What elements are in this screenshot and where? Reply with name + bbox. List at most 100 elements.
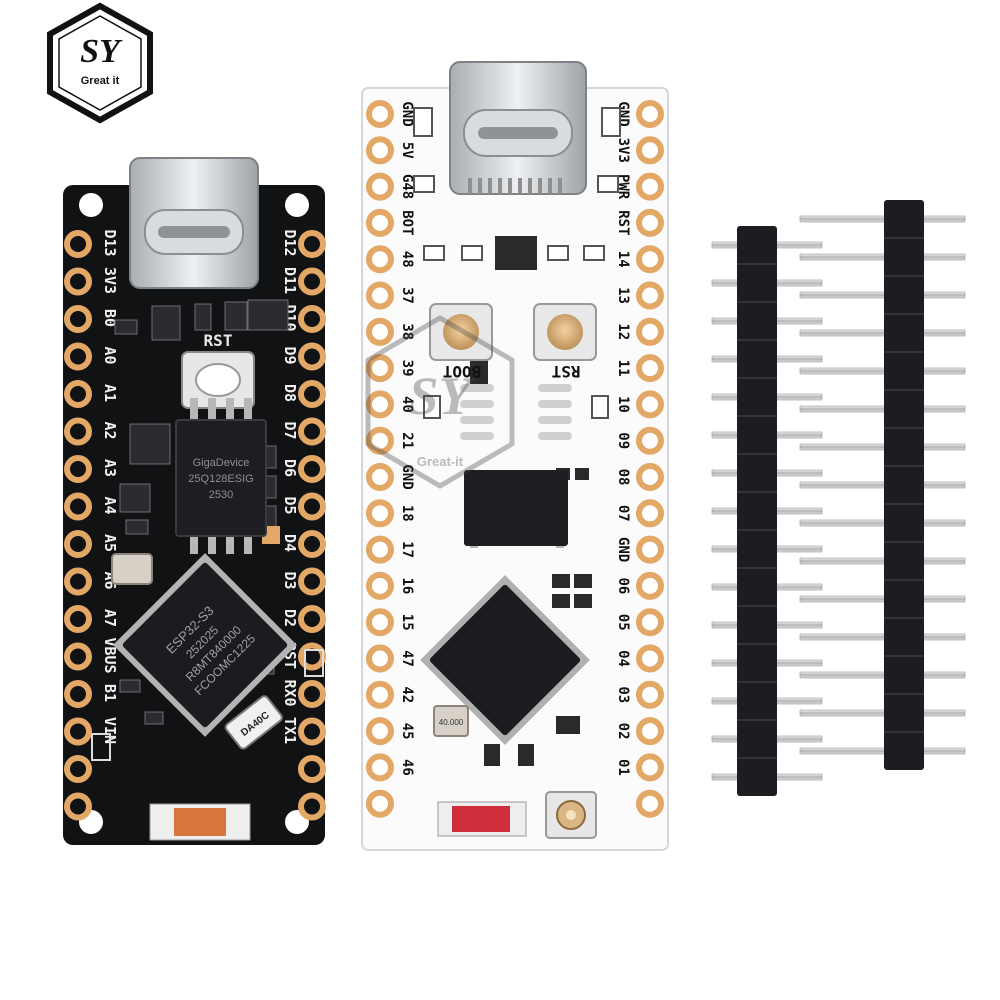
white-right-pad <box>636 208 664 237</box>
black-left-pin-label: A5 <box>101 534 119 552</box>
white-left-pin-label: 48 <box>399 251 415 268</box>
white-left-pad <box>366 317 394 346</box>
usb-c-connector-white <box>449 61 587 195</box>
white-right-pad <box>636 717 664 746</box>
flash-chip-line-2: 25Q128ESIG <box>188 473 253 485</box>
white-right-pin-label: 08 <box>615 469 631 486</box>
white-left-pad <box>366 354 394 383</box>
black-right-pad <box>298 755 326 783</box>
white-left-pad <box>366 680 394 709</box>
black-left-pad <box>64 642 92 671</box>
white-right-pad <box>636 136 664 165</box>
black-left-pad <box>64 717 92 746</box>
black-left-pad <box>64 380 92 408</box>
black-left-pad <box>64 305 92 333</box>
black-left-pad <box>64 755 92 783</box>
black-left-pin-label: A1 <box>101 384 119 402</box>
black-right-pad <box>298 305 326 333</box>
white-right-pad <box>636 608 664 637</box>
black-right-pin-label: D3 <box>281 571 299 589</box>
white-right-pad <box>636 644 664 673</box>
black-left-pin-label: A3 <box>101 459 119 477</box>
black-left-pad <box>64 792 92 821</box>
white-left-pin-label: 39 <box>399 360 415 377</box>
white-left-pin-label: GND <box>399 101 415 126</box>
header-pin <box>799 557 966 565</box>
black-right-pad <box>298 530 326 558</box>
white-boot-button <box>429 303 493 361</box>
white-right-pin-label: 07 <box>615 505 631 522</box>
black-left-pin-label: A7 <box>101 609 119 627</box>
header-pin <box>799 215 966 223</box>
black-right-pad <box>298 492 326 521</box>
black-left-pin-label: VIN <box>101 717 119 744</box>
header-pin <box>799 595 966 603</box>
white-right-pad <box>636 463 664 491</box>
black-right-pad <box>298 417 326 446</box>
antenna-connector <box>545 791 597 839</box>
white-left-pin-label: 21 <box>399 432 415 449</box>
header-plastic <box>884 200 924 770</box>
white-left-pad <box>366 245 394 274</box>
header-pin <box>799 671 966 679</box>
white-right-pad <box>636 100 664 128</box>
black-right-pin-label: D6 <box>281 459 299 477</box>
white-flash-chip <box>464 470 568 548</box>
white-left-pin-label: BOT <box>399 210 415 235</box>
white-right-pad <box>636 281 664 310</box>
white-right-pin-label: 12 <box>615 323 631 340</box>
black-left-pin-label: A0 <box>101 346 119 364</box>
header-pin <box>799 481 966 489</box>
black-right-pin-label: D8 <box>281 384 299 402</box>
white-right-pin-label: 06 <box>615 577 631 594</box>
white-left-pin-label: 46 <box>399 759 415 776</box>
white-reset-button <box>533 303 597 361</box>
black-right-pad <box>298 717 326 746</box>
white-left-pin-label: GND <box>399 464 415 489</box>
black-left-pad <box>64 342 92 371</box>
black-left-pad <box>64 417 92 446</box>
black-rst-label: RST <box>204 331 233 350</box>
white-left-pin-label: 47 <box>399 650 415 667</box>
header-pin <box>799 519 966 527</box>
black-right-pin-label: D7 <box>281 421 299 439</box>
white-rst-label: RST <box>552 362 581 381</box>
header-pin <box>799 633 966 641</box>
white-left-pad <box>366 499 394 528</box>
black-left-pin-label: B1 <box>101 684 119 702</box>
black-rgb-led <box>149 803 251 841</box>
white-right-pad <box>636 753 664 782</box>
logo-tagline: Great it <box>81 75 120 87</box>
black-right-pin-label: D11 <box>281 267 299 294</box>
black-left-pin-label: A2 <box>101 421 119 439</box>
pin-header-strips <box>711 200 966 796</box>
header-pin <box>799 443 966 451</box>
white-left-pad <box>366 281 394 310</box>
black-right-pad <box>298 230 326 258</box>
white-right-pin-label: 11 <box>615 360 631 377</box>
white-left-pad <box>366 208 394 237</box>
header-pin <box>799 253 966 261</box>
header-pin <box>799 291 966 299</box>
white-right-pin-label: 01 <box>615 759 631 776</box>
black-left-pad <box>64 230 92 258</box>
black-right-pad <box>298 455 326 483</box>
black-left-pin-label: A4 <box>101 496 119 514</box>
brand-logo: SY Great it <box>47 2 153 124</box>
white-left-pad <box>366 717 394 746</box>
white-left-pin-label: 18 <box>399 505 415 522</box>
white-left-pad <box>366 535 394 564</box>
white-left-pad <box>366 789 394 818</box>
black-left-pin-label: 3V3 <box>101 267 119 294</box>
white-right-pad <box>636 789 664 818</box>
black-crystal-oscillator <box>111 553 153 585</box>
header-pin <box>799 329 966 337</box>
black-left-pad <box>64 492 92 521</box>
white-right-pad <box>636 317 664 346</box>
white-right-pin-label: 3V3 <box>615 138 631 163</box>
white-right-pin-label: 13 <box>615 287 631 304</box>
black-right-pin-label: D12 <box>281 229 299 256</box>
white-left-pin-label: G48 <box>399 174 415 199</box>
white-right-pin-label: RST <box>615 210 631 235</box>
